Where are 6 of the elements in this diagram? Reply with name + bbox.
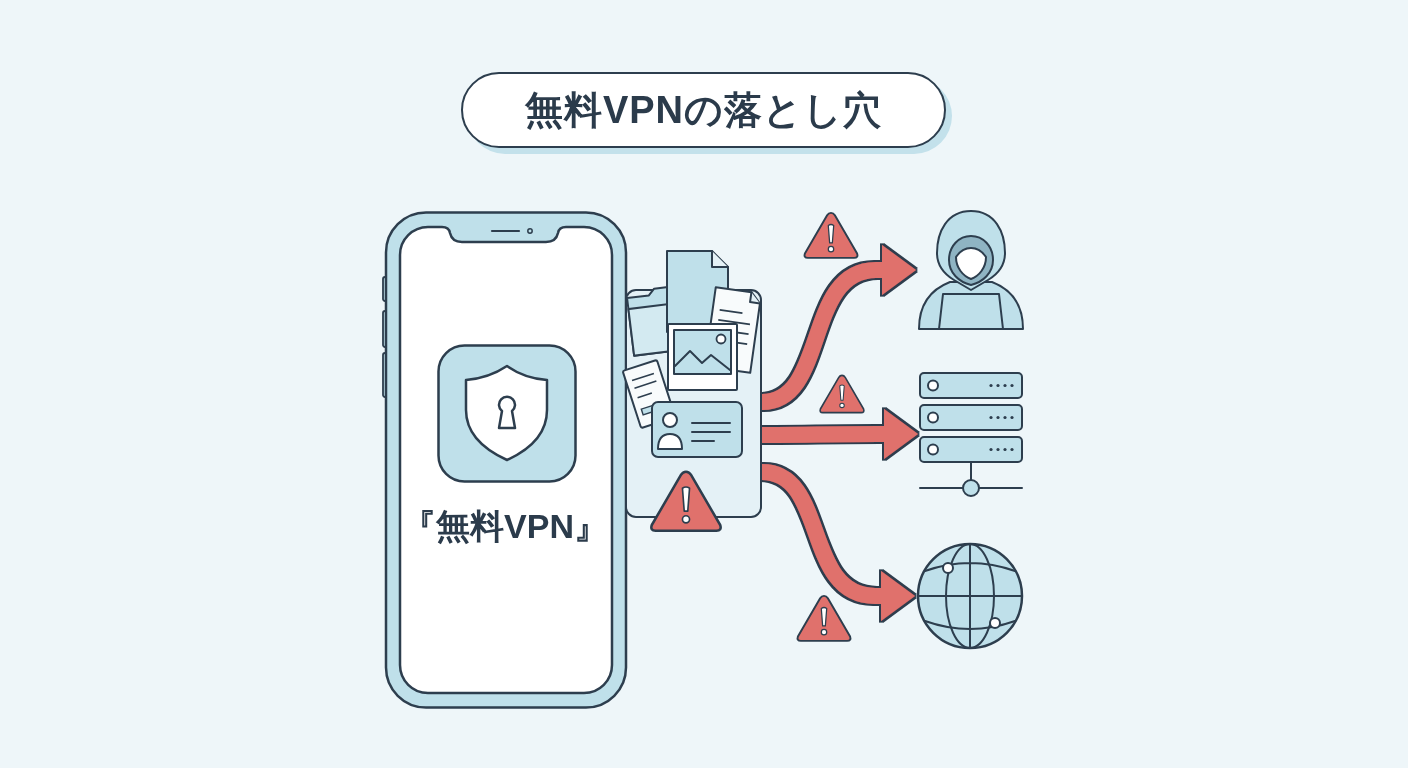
globe-icon: [915, 541, 1025, 651]
hooded-person-icon: [916, 208, 1026, 332]
files-illustration: [622, 248, 764, 520]
smartphone: [382, 211, 628, 710]
app-name-text: 『無料VPN』: [402, 506, 608, 547]
server-icon: [918, 370, 1024, 498]
